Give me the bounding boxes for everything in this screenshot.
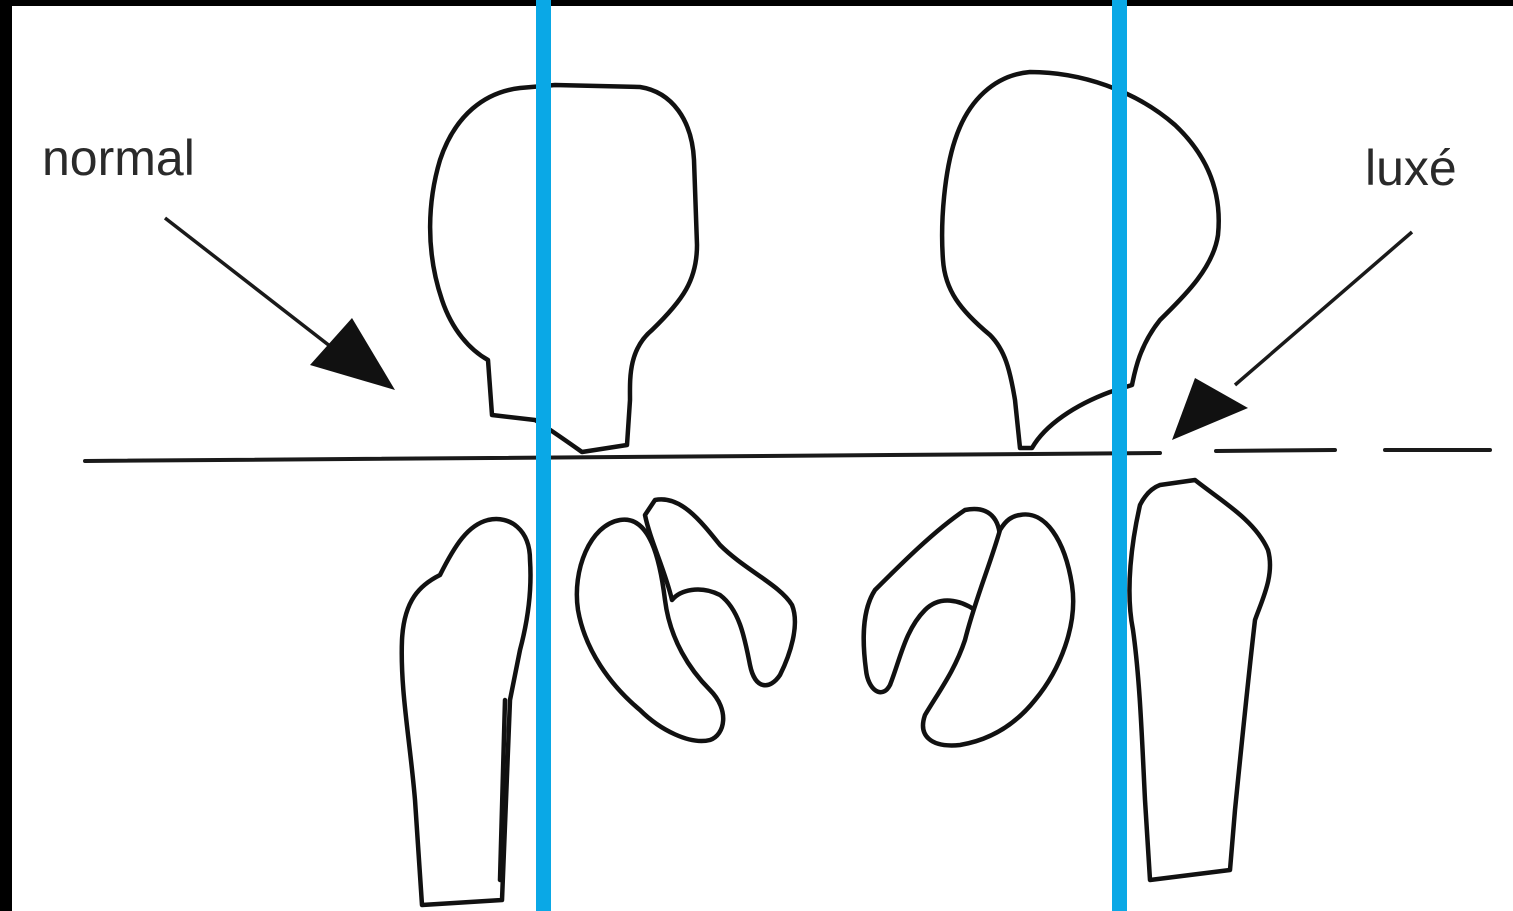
left-vertical-marker bbox=[536, 0, 551, 911]
normal-label: normal bbox=[42, 130, 195, 186]
luxe-label: luxé bbox=[1365, 140, 1457, 196]
reference-line-dash-1 bbox=[1216, 450, 1335, 451]
right-vertical-marker bbox=[1112, 0, 1127, 911]
